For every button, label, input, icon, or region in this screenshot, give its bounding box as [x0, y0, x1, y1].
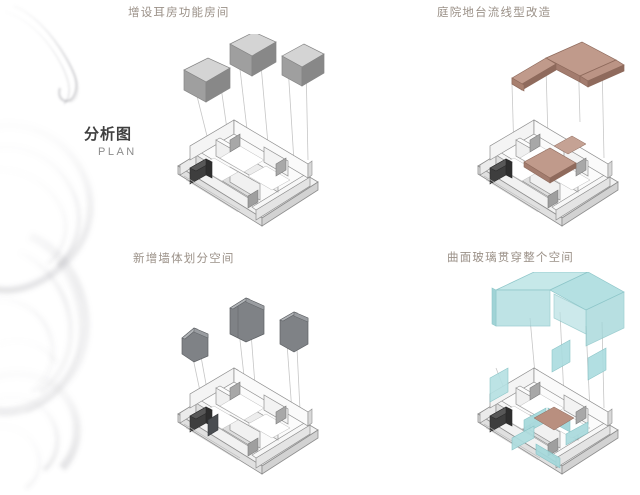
caption-bottom-left: 新增墙体划分空间 — [133, 251, 235, 265]
diagram-top-right — [468, 34, 638, 234]
glass-fin-group — [489, 339, 607, 403]
floating-box-1 — [183, 57, 231, 103]
smoke-swirl-graphic — [0, 4, 94, 490]
plan-title-block: 分析图 PLAN — [84, 126, 164, 158]
diagram-top-left — [168, 34, 338, 234]
diagram-bottom-left — [168, 282, 338, 478]
wall-slab-1 — [181, 327, 209, 363]
platform-frame — [511, 41, 625, 92]
platform-insert — [523, 147, 577, 184]
wall-slab-4 — [207, 413, 219, 437]
caption-top-left: 增设耳房功能房间 — [128, 5, 230, 19]
glass-ribbon — [491, 272, 625, 347]
caption-bottom-right: 曲面玻璃贯穿整个空间 — [447, 250, 574, 264]
platform-insert-2 — [553, 135, 587, 155]
wall-slab-3 — [279, 311, 309, 353]
caption-top-right: 庭院地台流线型改造 — [437, 5, 552, 19]
platform-insert — [533, 406, 575, 431]
floating-box-3 — [281, 43, 325, 87]
page-subtitle: PLAN — [98, 146, 137, 158]
page-title: 分析图 — [84, 126, 133, 143]
diagram-bottom-right — [468, 272, 638, 478]
floating-box-2 — [229, 34, 277, 77]
wall-slab-2 — [229, 297, 265, 343]
